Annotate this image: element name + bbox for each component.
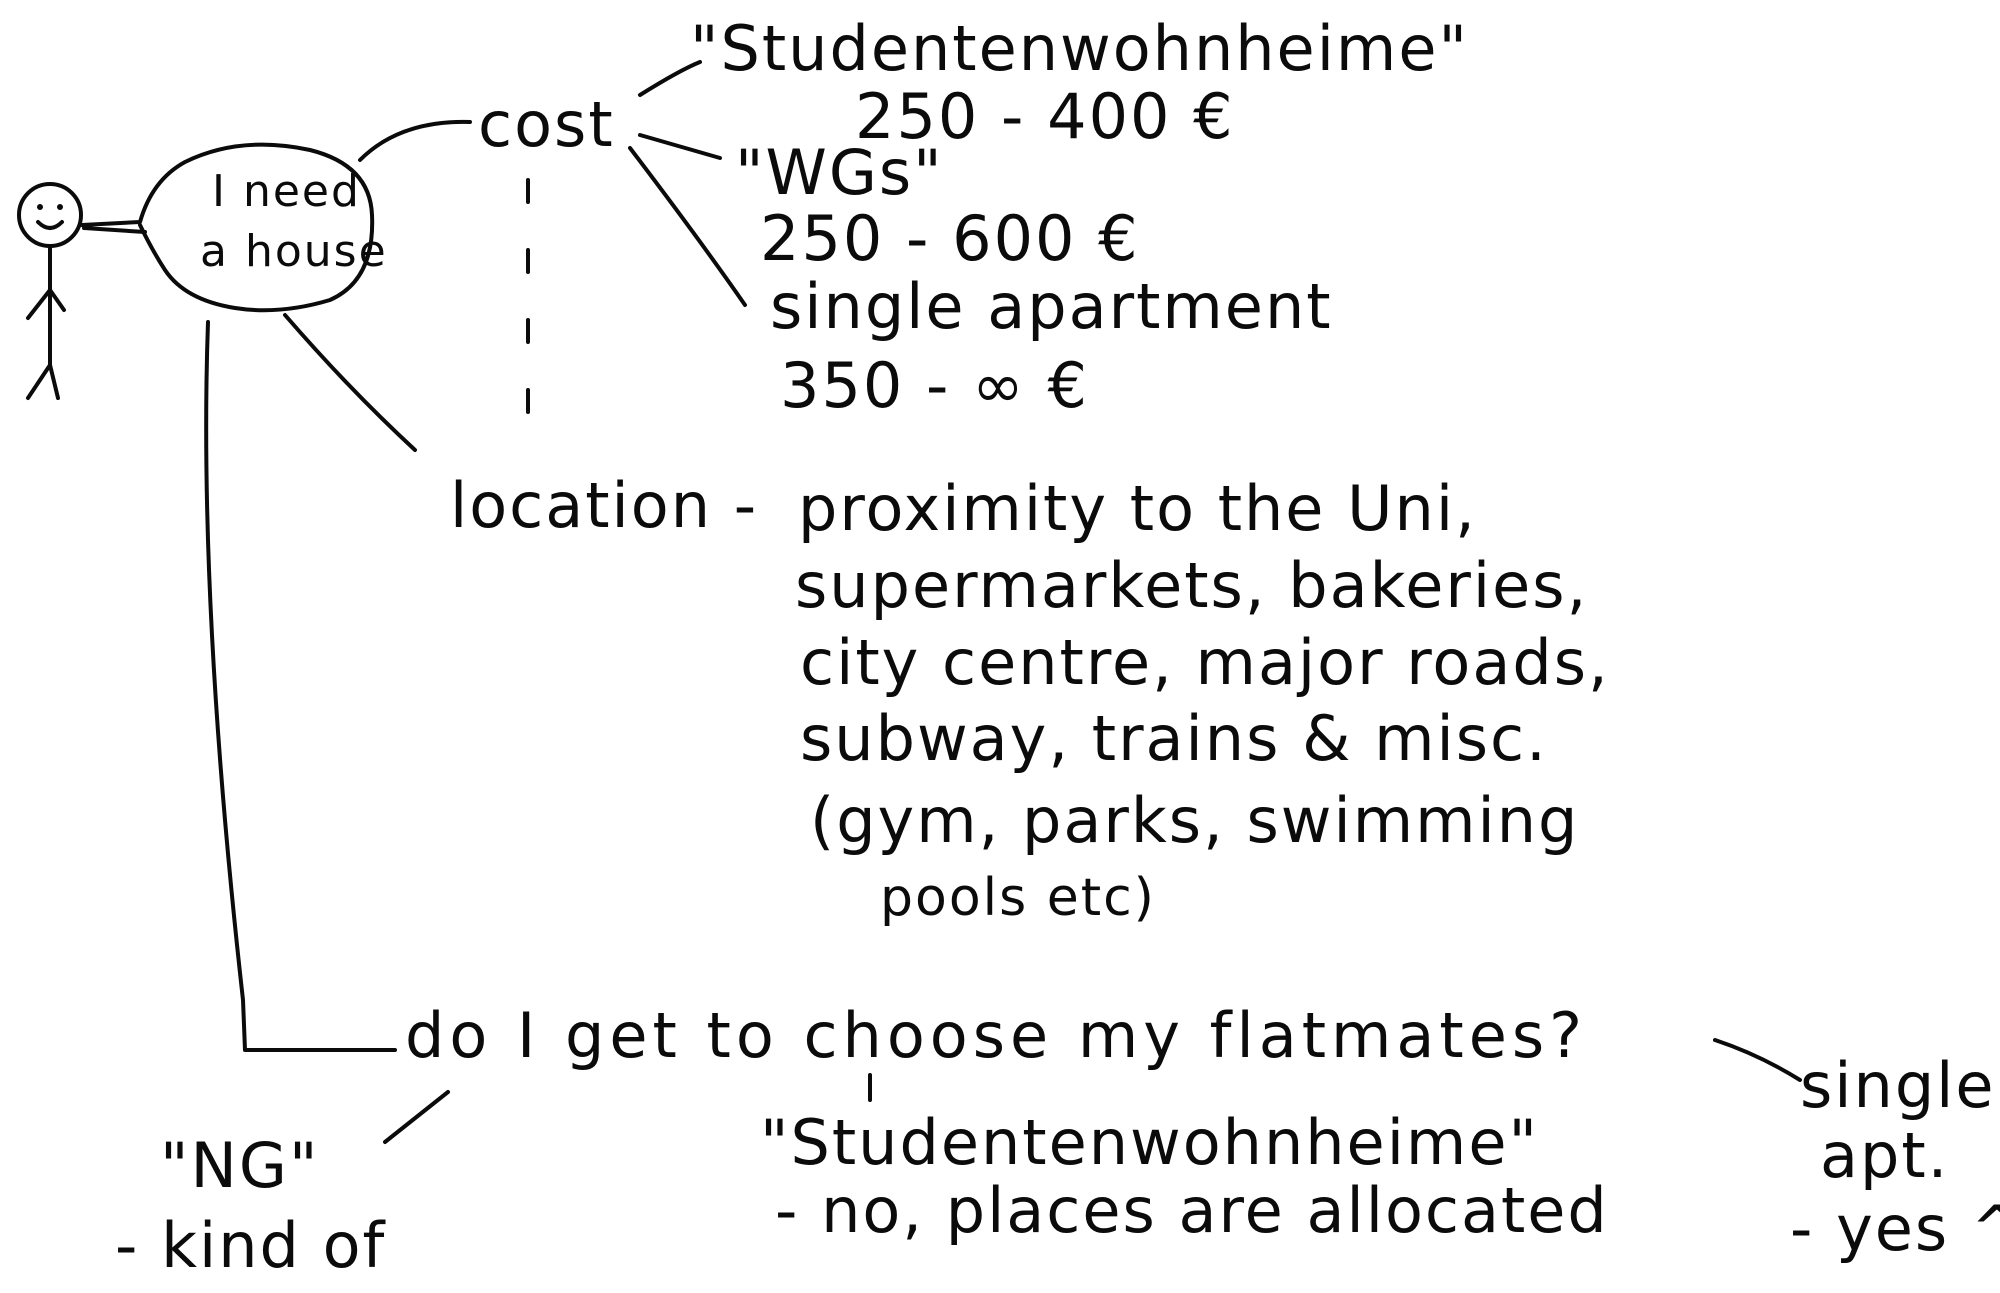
link-flatmates-ng: [383, 1090, 450, 1144]
cost-option-wgs-name: "WGs": [735, 136, 944, 209]
link-bubble-location: [283, 313, 417, 452]
location-line-2: supermarkets, bakeries,: [795, 549, 1589, 622]
stick-figure-icon: [17, 182, 83, 400]
cost-label: cost: [478, 88, 615, 161]
location-line-6: pools etc): [880, 868, 1156, 928]
cost-option-wgs-price: 250 - 600 €: [760, 202, 1140, 275]
speech-bubble-tail: [82, 226, 147, 234]
link-cost-studentenwohnheime: [638, 60, 702, 97]
link-cost-wgs: [638, 133, 722, 160]
speech-bubble-outline: [80, 142, 375, 313]
answer-studentenwohnheime-name: "Studentenwohnheime": [760, 1106, 1539, 1179]
location-line-3: city centre, major roads,: [800, 626, 1610, 699]
answer-studentenwohnheime-reply: - no, places are allocated: [775, 1174, 1609, 1247]
answer-ng-name: "NG": [160, 1129, 320, 1202]
flatmates-question: do I get to choose my flatmates?: [405, 999, 1588, 1072]
answer-single-apt-reply: - yes ^^: [1790, 1192, 2000, 1265]
location-label: location -: [450, 469, 759, 542]
location-line-1: proximity to the Uni,: [798, 472, 1477, 545]
location-line-4: subway, trains & misc.: [800, 702, 1548, 775]
link-cost-single-apartment: [628, 146, 747, 307]
answer-ng-reply: - kind of: [115, 1209, 387, 1282]
bubble-text-line-2: a house: [200, 226, 388, 277]
link-flatmates-single-apt: [1713, 1038, 1802, 1082]
link-bubble-flatmates: [204, 320, 397, 1052]
cost-option-studentenwohnheime-price: 250 - 400 €: [855, 80, 1235, 153]
answer-single-apt-name: single: [1800, 1049, 1996, 1122]
answer-single-apt-name-2: apt.: [1820, 1119, 1950, 1192]
cost-option-single-apartment-price: 350 - ∞ €: [780, 349, 1089, 422]
cost-option-single-apartment-name: single apartment: [770, 270, 1333, 343]
cost-option-studentenwohnheime-name: "Studentenwohnheime": [690, 12, 1469, 85]
location-line-5: (gym, parks, swimming: [810, 784, 1580, 857]
bubble-text-line-1: I need: [212, 166, 361, 217]
link-bubble-cost: [358, 119, 472, 162]
